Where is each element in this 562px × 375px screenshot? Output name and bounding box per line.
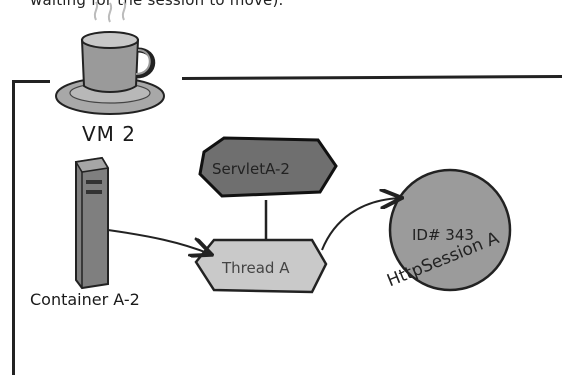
vm-label: VM 2 bbox=[82, 122, 137, 146]
container-to-thread-arrow bbox=[107, 229, 210, 254]
thread-to-session-arrow bbox=[321, 198, 400, 251]
server-tower-icon bbox=[74, 156, 110, 290]
session-id-label: ID# 343 bbox=[412, 226, 474, 244]
servlet-label: ServletA-2 bbox=[212, 160, 290, 178]
servlet-node bbox=[198, 136, 338, 198]
frame-border-top-left bbox=[12, 80, 50, 83]
caption-text: waiting for the session to move). bbox=[30, 0, 284, 9]
session-node bbox=[388, 168, 512, 292]
frame-border-left bbox=[12, 80, 15, 375]
coffee-cup-icon bbox=[55, 1, 165, 115]
thread-label: Thread A bbox=[222, 259, 290, 277]
container-label: Container A-2 bbox=[30, 290, 140, 309]
